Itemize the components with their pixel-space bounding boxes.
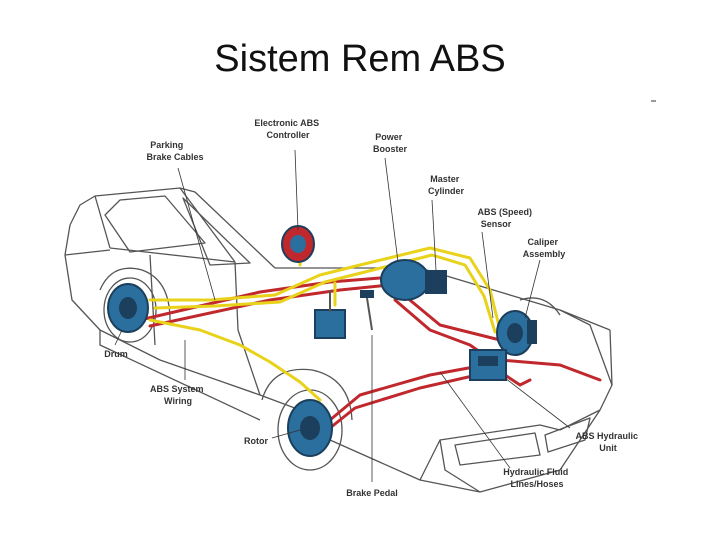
abs-system-wiring-harness: [148, 246, 502, 402]
label-hydraulic-fluid-lines-line-2: Lines/Hoses: [510, 479, 563, 489]
label-brake-pedal: Brake Pedal: [346, 488, 398, 498]
label-power-booster-line-1: Power: [375, 132, 403, 142]
label-master-cylinder-line-2: Cylinder: [428, 186, 465, 196]
power-booster-component: [380, 259, 447, 301]
label-abs-hydraulic-unit: ABS Hydraulic Unit: [575, 431, 640, 453]
label-abs-hydraulic-unit-line-1: ABS Hydraulic: [575, 431, 638, 441]
label-abs-system-wiring-line-2: Wiring: [164, 396, 192, 406]
label-master-cylinder: Master Cylinder: [428, 174, 465, 196]
label-parking-brake-cables: Parking Brake Cables: [146, 140, 203, 162]
label-caliper-assembly-line-1: Caliper: [527, 237, 558, 247]
label-master-cylinder-line-1: Master: [430, 174, 460, 184]
label-abs-system-wiring-line-1: ABS System: [150, 384, 204, 394]
label-drum-line-1: Drum: [104, 349, 128, 359]
label-hydraulic-fluid-lines: Hydraulic Fluid Lines/Hoses: [503, 467, 571, 489]
label-caliper-assembly: Caliper Assembly: [523, 237, 566, 259]
label-hydraulic-fluid-lines-line-1: Hydraulic Fluid: [503, 467, 568, 477]
car-body-outline: [64, 187, 613, 493]
label-abs-speed-sensor: ABS (Speed) Sensor: [477, 207, 534, 229]
label-rotor-line-1: Rotor: [244, 436, 268, 446]
leader-lines: [114, 149, 571, 482]
electronic-abs-controller-component: [281, 225, 315, 263]
label-drum: Drum: [104, 349, 128, 359]
label-brake-pedal-line-1: Brake Pedal: [346, 488, 398, 498]
label-parking-brake-cables-line-2: Brake Cables: [146, 152, 203, 162]
label-electronic-abs-controller: Electronic ABS Controller: [254, 118, 321, 140]
label-power-booster-line-2: Booster: [373, 144, 408, 154]
label-abs-system-wiring: ABS System Wiring: [150, 384, 206, 406]
slide-title: Sistem Rem ABS: [214, 38, 506, 80]
caliper-assembly-component: [496, 310, 537, 356]
front-rotor: [287, 399, 333, 457]
label-caliper-assembly-line-2: Assembly: [523, 249, 566, 259]
abs-hydraulic-unit-component: [469, 349, 507, 381]
brake-pedal-component: [314, 290, 374, 339]
label-power-booster: Power Booster: [373, 132, 408, 154]
label-parking-brake-cables-line-1: Parking: [150, 140, 183, 150]
label-electronic-abs-controller-line-2: Controller: [266, 130, 309, 140]
label-electronic-abs-controller-line-1: Electronic ABS: [254, 118, 319, 128]
label-abs-speed-sensor-line-1: ABS (Speed): [477, 207, 532, 217]
label-rotor: Rotor: [244, 436, 268, 446]
label-abs-hydraulic-unit-line-2: Unit: [599, 443, 617, 453]
label-abs-speed-sensor-line-2: Sensor: [481, 219, 512, 229]
rear-drum-brake: [107, 283, 149, 333]
